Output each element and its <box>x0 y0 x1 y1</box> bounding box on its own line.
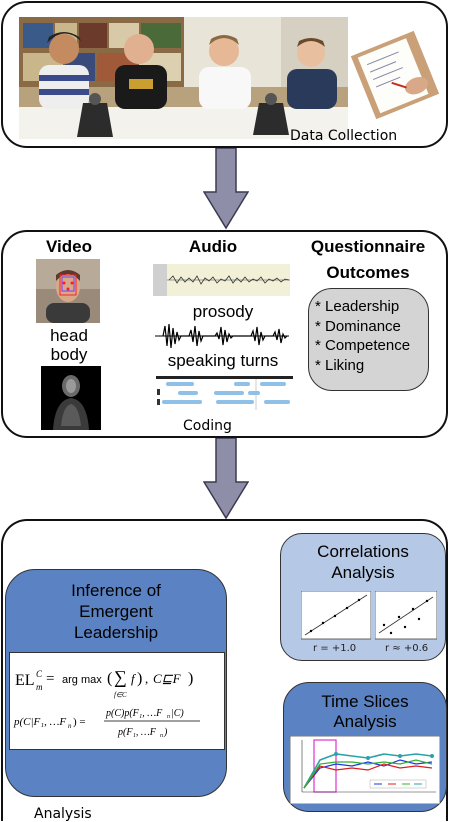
svg-text:) =: ) = <box>73 716 86 728</box>
data-collection-caption: Data Collection <box>290 128 398 144</box>
svg-text:m: m <box>36 682 43 692</box>
body-label: body <box>50 345 88 364</box>
svg-text:arg max: arg max <box>62 674 102 686</box>
data-collection-panel: Data Collection <box>1 1 448 148</box>
speaking-turns-chart <box>156 376 293 410</box>
meeting-photo <box>19 17 348 139</box>
analysis-panel: Inference of Emergent Leadership EL C m … <box>1 519 448 822</box>
inference-formulas: EL C m = arg max ( ∑ f∈C f ) , C⊑F ) p(C… <box>9 652 225 750</box>
inference-panel: Inference of Emergent Leadership EL C m … <box>5 569 227 797</box>
svg-text:C: C <box>36 669 43 679</box>
correlations-title-line2: Analysis <box>331 563 395 582</box>
svg-text:EL: EL <box>15 672 35 689</box>
analysis-caption: Analysis <box>34 806 92 822</box>
coding-caption: Coding <box>183 418 232 434</box>
svg-text:=: = <box>46 671 54 687</box>
correlations-title-line1: Correlations <box>317 542 409 561</box>
questionnaire-title-line2: Outcomes <box>326 263 410 282</box>
outcome-item-leadership: * Leadership <box>315 298 400 315</box>
inference-title-line3: Leadership <box>73 623 159 642</box>
inference-title-line1: Inference of <box>71 581 161 600</box>
svg-text:n: n <box>68 722 72 730</box>
correlation-scatter-1: r = +1.0 <box>300 590 372 654</box>
correlations-panel: Correlations Analysis r = +1.0 r ≈ +0.6 <box>280 533 446 661</box>
prosody-waveform <box>155 322 289 350</box>
head-label: head <box>50 326 88 345</box>
prosody-label: prosody <box>192 302 254 321</box>
svg-text:p(C)p(F₁, …F: p(C)p(F₁, …F <box>105 708 163 719</box>
svg-text:n: n <box>160 733 163 739</box>
questionnaire-title-line1: Questionnaire <box>310 237 426 256</box>
body-motion-image <box>41 366 101 430</box>
time-slices-panel: Time Slices Analysis <box>283 682 447 812</box>
outcome-item-liking: * Liking <box>315 357 365 374</box>
svg-text:): ) <box>163 727 168 738</box>
correlation-label-1: r = +1.0 <box>313 643 356 653</box>
audio-signal-image <box>153 264 290 296</box>
speaking-turns-label: speaking turns <box>167 351 279 370</box>
svg-text:): ) <box>188 670 193 687</box>
svg-text:p(C|F₁, …F: p(C|F₁, …F <box>13 716 66 728</box>
time-slices-title-line2: Analysis <box>333 712 397 731</box>
audio-title: Audio <box>188 237 238 256</box>
coding-panel: Video head body Audio <box>1 230 448 438</box>
svg-text:n: n <box>167 714 170 720</box>
svg-text:f∈C: f∈C <box>114 691 127 699</box>
outcome-item-dominance: * Dominance <box>315 318 401 335</box>
time-slices-title-line1: Time Slices <box>321 692 409 711</box>
correlation-label-2: r ≈ +0.6 <box>385 643 428 653</box>
video-title: Video <box>46 237 92 256</box>
outcome-item-competence: * Competence <box>315 337 411 354</box>
svg-text:p(F₁, …F: p(F₁, …F <box>117 727 157 738</box>
svg-text:C⊑F: C⊑F <box>153 671 182 686</box>
svg-text:,: , <box>145 671 148 686</box>
time-slices-chart <box>289 735 441 805</box>
head-image <box>36 259 100 323</box>
svg-text:(: ( <box>107 670 112 687</box>
svg-text:f: f <box>131 671 137 686</box>
svg-text:): ) <box>137 670 142 687</box>
svg-text:|C): |C) <box>171 708 184 719</box>
flow-arrow-down <box>202 147 250 230</box>
inference-title-line2: Emergent <box>79 602 153 621</box>
questionnaire-photo <box>350 30 440 120</box>
correlation-scatter-2: r ≈ +0.6 <box>374 590 438 654</box>
flow-arrow-down <box>202 437 250 520</box>
questionnaire-outcomes-box: * Leadership * Dominance * Competence * … <box>308 288 429 391</box>
svg-text:∑: ∑ <box>114 667 127 687</box>
